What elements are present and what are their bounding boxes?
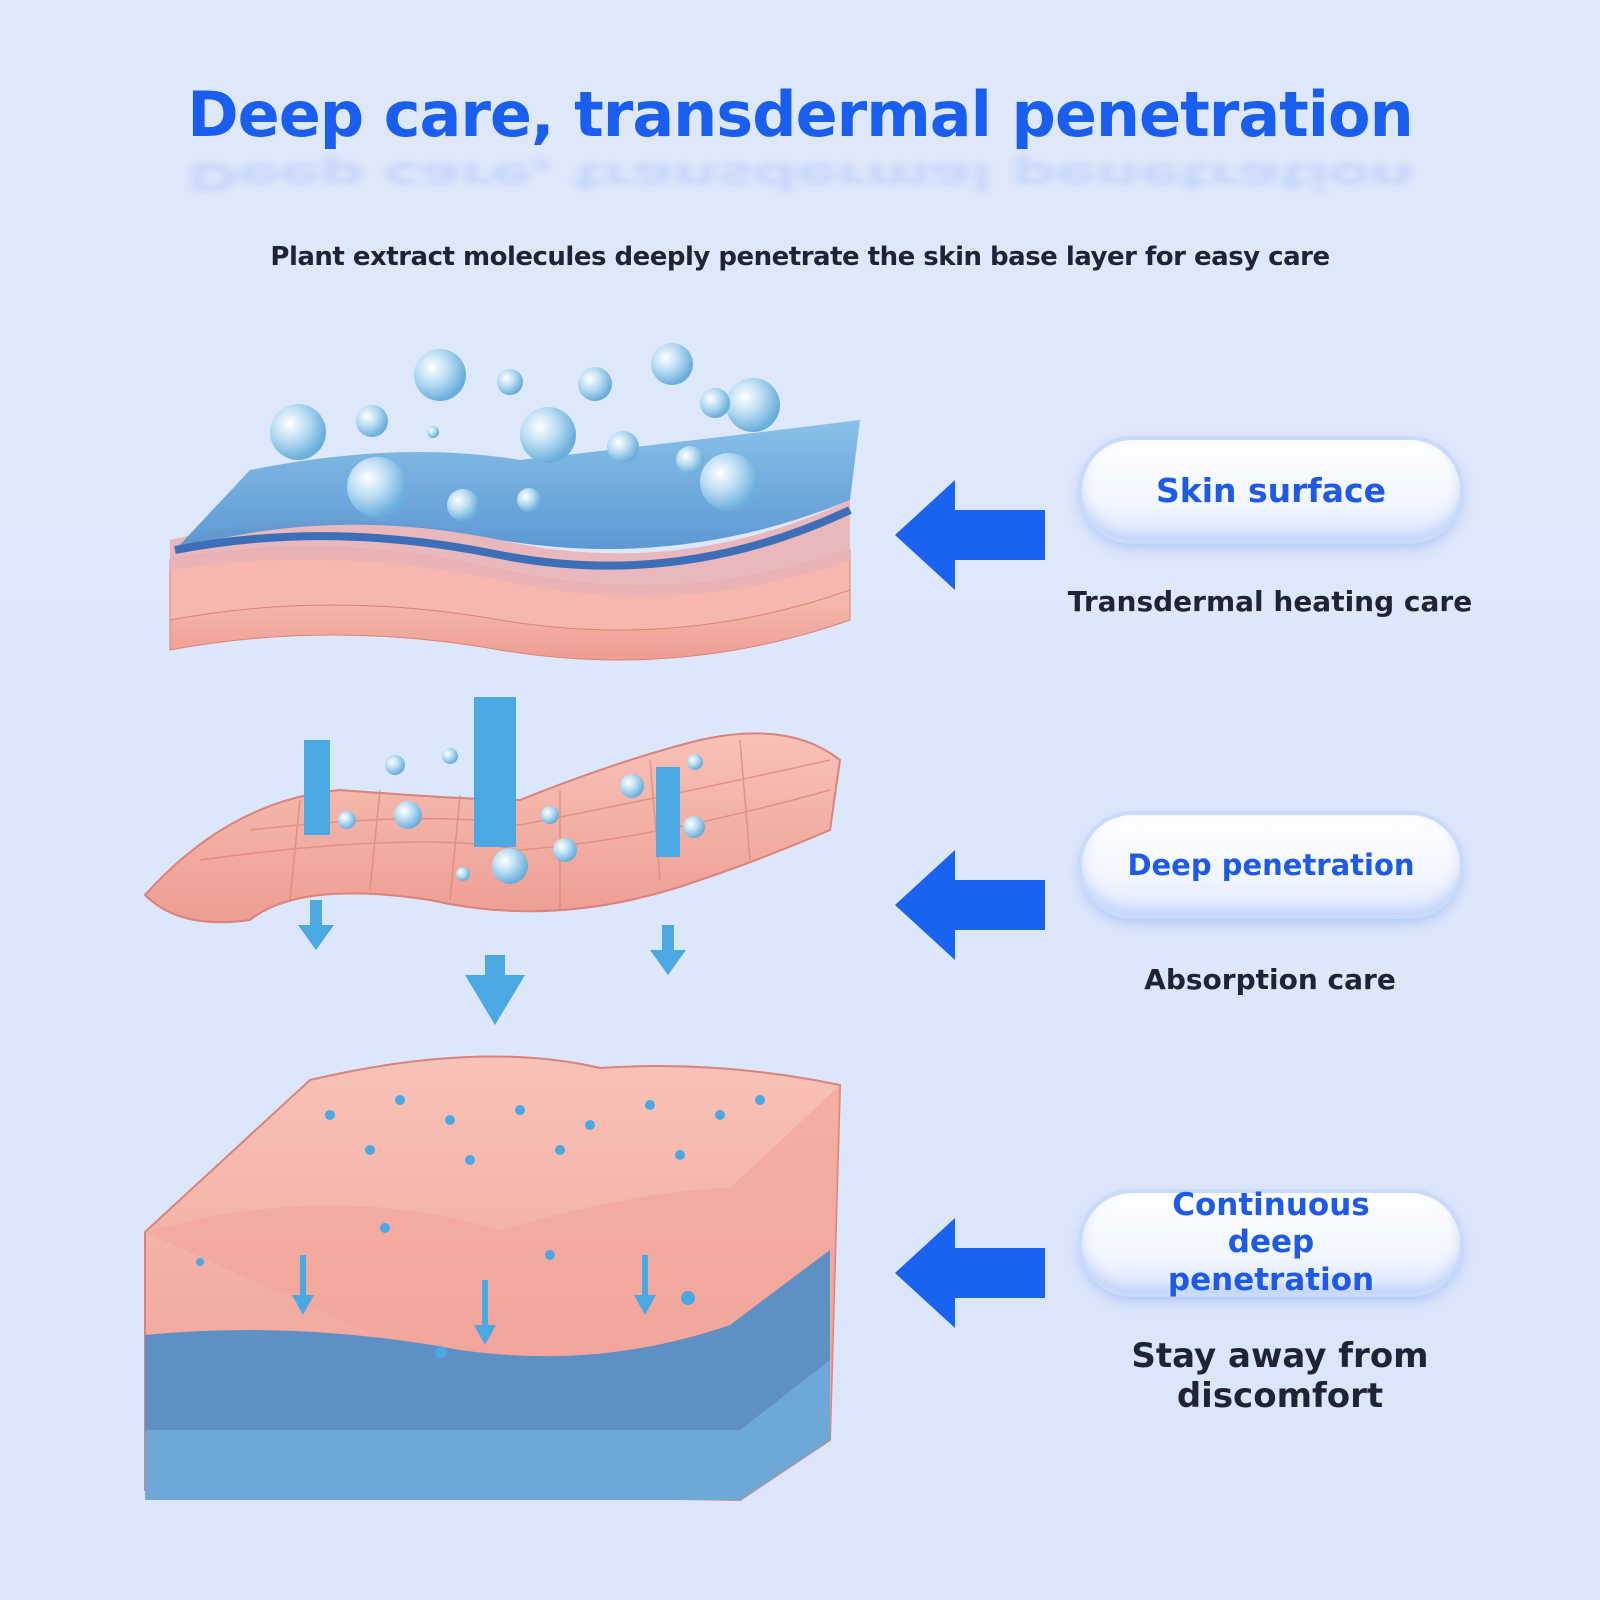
label-skin-surface: Skin surface (1082, 440, 1460, 540)
arrow-left-icon (895, 480, 1045, 590)
label-continuous-penetration: Continuous deep penetration (1082, 1187, 1460, 1298)
arrow-left-icon (895, 850, 1045, 960)
label-deep-penetration: Deep penetration (1082, 815, 1460, 915)
page-subtitle: Plant extract molecules deeply penetrate… (270, 242, 1330, 272)
caption-continuous-penetration: Stay away from discomfort (1131, 1336, 1429, 1416)
continuous-penetration-illustration (144, 1055, 842, 1502)
deep-penetration-illustration (143, 697, 842, 1025)
skin-surface-illustration (169, 420, 860, 661)
caption-skin-surface: Transdermal heating care (1067, 585, 1473, 618)
bubbles (270, 343, 780, 521)
caption-deep-penetration: Absorption care (1144, 963, 1396, 996)
page-title: Deep care, transdermal penetration (187, 78, 1414, 151)
arrow-left-icon (895, 1218, 1045, 1328)
